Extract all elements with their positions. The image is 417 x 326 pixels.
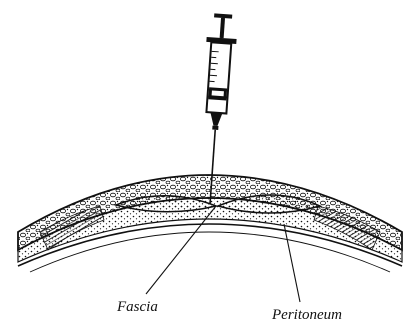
abdominal-wall	[18, 175, 402, 272]
peritoneum-leader-line	[284, 224, 300, 302]
fascia-label: Fascia	[117, 300, 158, 315]
peritoneum-label: Peritoneum	[272, 308, 342, 323]
